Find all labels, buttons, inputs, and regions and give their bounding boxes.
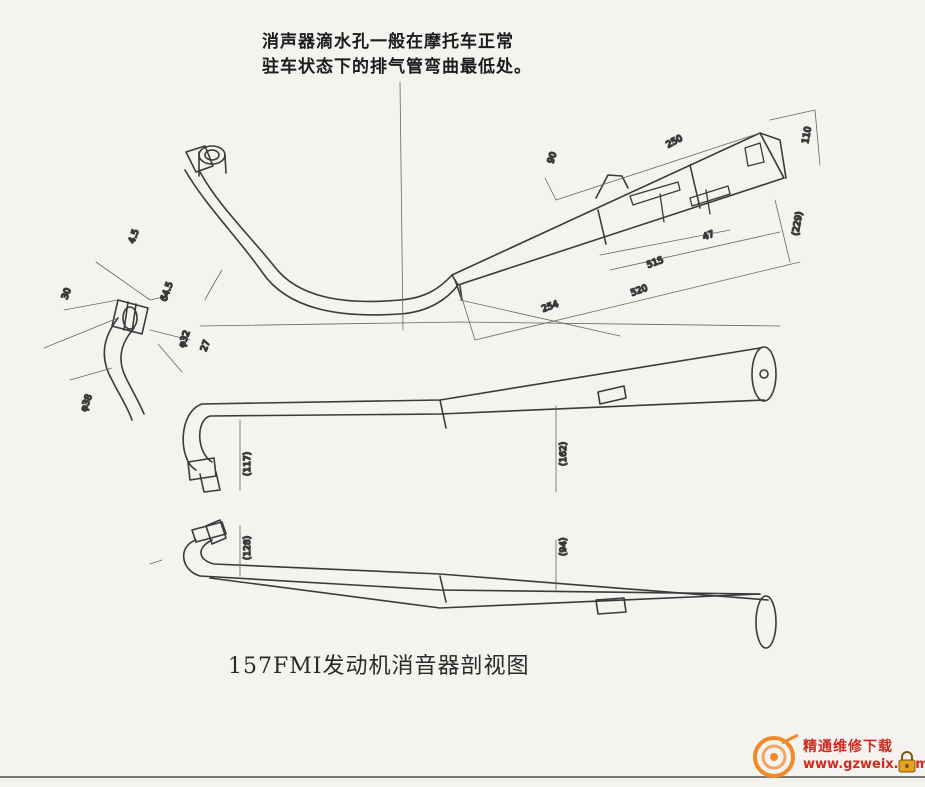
internal-baffles: [629, 142, 765, 223]
dim-162: (162): [559, 442, 569, 466]
mounting-bracket: [595, 174, 629, 199]
figure-caption: 157FMI发动机消音器剖视图: [228, 654, 530, 679]
annotation-line-2: 驻车状态下的排气管弯曲最低处。: [262, 57, 532, 77]
dim-phi32: φ32: [177, 329, 192, 349]
watermark-title: 精通维修下载: [803, 739, 893, 755]
drain-hole-annotation: 消声器滴水孔一般在摩托车正常 驻车状态下的排气管弯曲最低处。: [262, 30, 532, 80]
dim-90: 90: [546, 151, 559, 165]
exhaust-flange: [185, 145, 227, 177]
watermark-logo-icon: [753, 733, 799, 778]
middle-plan-view: (117) (162): [182, 346, 777, 493]
dim-229: (229): [791, 211, 805, 237]
dim-110: 110: [801, 126, 814, 145]
lock-icon: [898, 751, 916, 773]
dim-128: (128): [243, 536, 253, 560]
dim-4-5: 4.5: [127, 228, 141, 245]
dim-250: 250: [665, 134, 685, 151]
page-bottom-rule: [0, 776, 925, 778]
header-pipe: [184, 169, 459, 316]
dim-94: (94): [559, 538, 569, 556]
bottom-view: (128) (94): [149, 519, 777, 649]
dim-phi38: φ38: [79, 393, 94, 413]
dim-117: (117): [243, 452, 253, 476]
dim-64-5: 64.5: [159, 281, 175, 303]
flange-detail-view: 4.5 30 φ32 φ38 64.5 27: [43, 227, 214, 421]
dim-47: 47: [702, 230, 716, 243]
muffler-body: [451, 132, 785, 286]
dim-254: 254: [541, 299, 561, 314]
dim-27: 27: [199, 339, 212, 353]
dim-515: 515: [646, 256, 666, 271]
dim-30: 30: [60, 287, 73, 301]
watermark-url: www.gzweix.com: [803, 757, 925, 772]
dim-520: 520: [630, 283, 650, 298]
top-side-view: 250 90 110 47 515 254 520 (229): [184, 81, 821, 341]
annotation-line-1: 消声器滴水孔一般在摩托车正常: [262, 32, 514, 52]
